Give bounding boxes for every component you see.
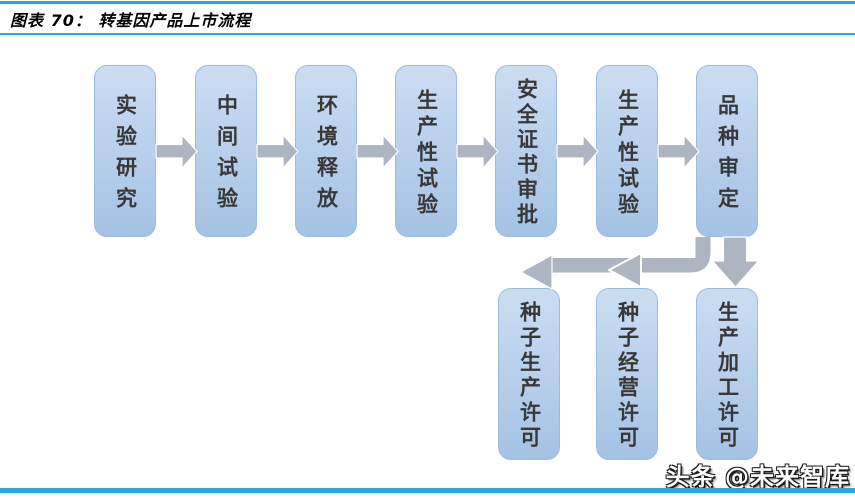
step-label: 环境释放	[314, 94, 339, 218]
step-label: 安全证书审批	[514, 78, 539, 228]
step-environmental-release: 环境释放	[295, 65, 357, 237]
top-divider	[0, 1, 855, 4]
arrow-right-icon	[155, 134, 198, 169]
arrow-left-icon	[608, 252, 642, 288]
arrow-left-icon	[520, 254, 553, 290]
figure-title: 图表 70： 转基因产品上市流程	[10, 11, 252, 30]
step-label: 品种审定	[715, 94, 740, 218]
step-label: 生产性试验	[414, 88, 439, 219]
step-label: 实验研究	[113, 94, 138, 218]
arrow-right-icon	[657, 134, 700, 169]
step-production-test-1: 生产性试验	[395, 65, 457, 237]
step-variety-approval: 品种审定	[696, 65, 758, 237]
arrow-down-icon	[711, 236, 760, 288]
step-safety-certificate-approval: 安全证书审批	[495, 65, 557, 237]
step-label: 生产加工许可	[715, 301, 740, 451]
bottom-divider	[0, 488, 855, 493]
step-label: 中间试验	[214, 94, 239, 218]
title-divider	[0, 33, 855, 35]
arrow-right-icon	[456, 134, 499, 169]
step-seed-production-license: 种子生产许可	[498, 288, 560, 460]
step-label: 种子经营许可	[615, 301, 640, 451]
step-label: 生产性试验	[615, 88, 640, 219]
step-seed-business-license: 种子经营许可	[596, 288, 658, 460]
step-intermediate-test: 中间试验	[195, 65, 257, 237]
step-production-processing-license: 生产加工许可	[696, 288, 758, 460]
arrow-right-icon	[556, 134, 599, 169]
arrow-right-icon	[256, 134, 299, 169]
step-label: 种子生产许可	[517, 301, 542, 451]
step-lab-research: 实验研究	[94, 65, 156, 237]
arrow-elbow-icon	[552, 237, 711, 273]
step-production-test-2: 生产性试验	[596, 65, 658, 237]
watermark-text: 头条 @未来智库	[665, 463, 850, 491]
arrow-right-icon	[356, 134, 399, 169]
